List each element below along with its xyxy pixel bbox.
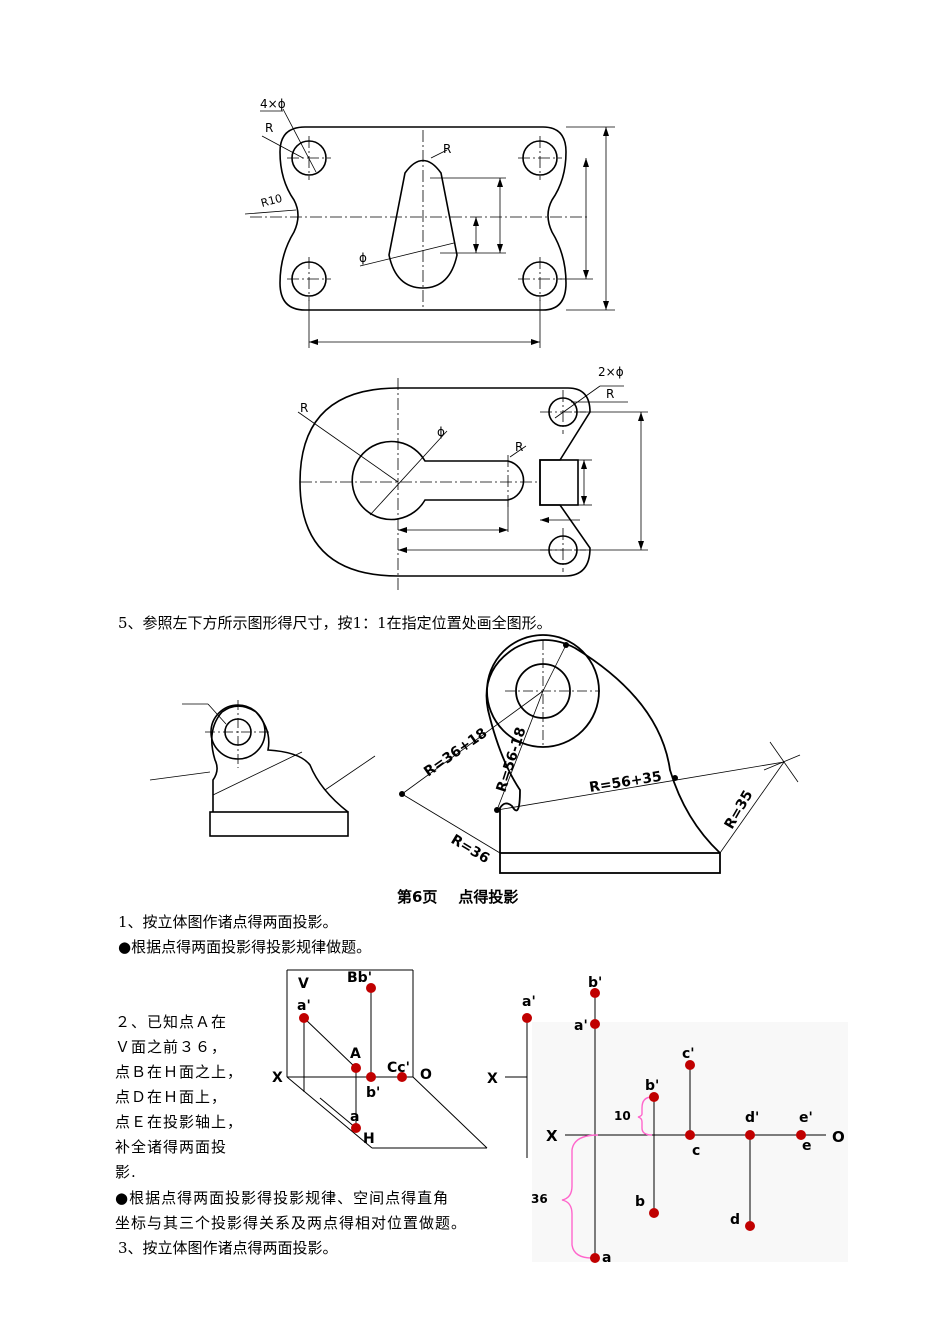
label-outer-r: R [300,401,308,415]
label-10: 10 [614,1109,631,1123]
point-B [366,983,376,993]
note1-text: ●根据点得两面投影得投影规律做题。 [118,938,372,956]
label-b: b [635,1194,645,1210]
point-c [685,1130,695,1140]
label-A: A [350,1046,361,1062]
label-V: V [298,976,309,992]
label-4-holes: 4×ϕ [260,97,286,111]
point-b-prime-right [649,1092,659,1102]
label-c: c [692,1143,700,1159]
point-a-prime-right [590,1019,600,1029]
label-d: d [730,1212,740,1228]
point-a [351,1123,361,1133]
label-X: X [272,1070,283,1086]
point-c-prime [685,1060,695,1070]
label-c-prime: c' [682,1046,695,1062]
item2-line-5: 点Ｅ在投影轴上， [115,1113,244,1131]
point-d [745,1221,755,1231]
label-r10: R10 [259,192,283,210]
point-A [351,1063,361,1073]
point-e [796,1130,806,1140]
label-X-mid: X [487,1071,498,1087]
note2-line-2: 坐标与其三个投影得关系及两点得相对位置做题。 [115,1214,468,1232]
point-C [397,1072,407,1082]
point-b-prime-top [590,988,600,998]
point-a-prime [299,1013,309,1023]
label-d-prime: d' [745,1110,759,1126]
point-a-right [590,1253,600,1263]
point-d-prime [745,1130,755,1140]
label-keyhole-dia: ϕ [437,425,445,439]
item2-line-4: 点Ｄ在Ｈ面上， [115,1088,228,1106]
item2-paragraph: ２、已知点Ａ在 Ｖ面之前３６， 点Ｂ在Ｈ面之上， 点Ｄ在Ｈ面上， 点Ｅ在投影轴上… [115,1010,275,1185]
point-a-prime-mid [522,1013,532,1023]
label-e-prime: e' [799,1110,813,1126]
label-a-right: a [602,1250,611,1266]
label-Bb: Bb' [347,970,372,986]
label-slot-r: R [443,142,451,156]
point-b-prime [366,1072,376,1082]
item3-text: 3、按立体图作诸点得两面投影。 [118,1239,338,1257]
task5-text: 5、参照左下方所示图形得尺寸，按1：1在指定位置处画全图形。 [118,614,552,632]
label-b-prime: b' [366,1085,380,1101]
label-a-prime: a' [297,998,311,1014]
label-2-holes: 2×ϕ [598,365,624,379]
label-a: a [350,1109,359,1125]
label-hole-r: R [606,387,614,401]
label-H: H [363,1131,375,1147]
item2-line-1: ２、已知点Ａ在 [115,1013,228,1031]
note2-line-1: ●根据点得两面投影得投影规律、空间点得直角 [115,1189,450,1207]
item2-line-7: 影. [115,1163,137,1181]
item2-line-2: Ｖ面之前３６， [115,1038,228,1056]
item2-line-6: 补全诸得两面投 [115,1138,228,1156]
page6-title: 第6页 点得投影 [397,888,519,906]
label-36: 36 [531,1192,548,1206]
item1-text: 1、按立体图作诸点得两面投影。 [118,913,338,931]
label-Cc: Cc' [387,1060,410,1076]
label-b-prime-top: b' [588,975,602,991]
label-corner-r: R [265,121,273,135]
point-b [649,1208,659,1218]
note2-paragraph: ●根据点得两面投影得投影规律、空间点得直角 坐标与其三个投影得关系及两点得相对位… [115,1186,467,1236]
item2-line-3: 点Ｂ在Ｈ面之上， [115,1063,244,1081]
label-e: e [802,1138,812,1154]
label-slot-r: R [515,440,523,454]
label-a-prime-mid: a' [522,994,536,1010]
label-X-right: X [546,1127,558,1145]
label-O: O [420,1067,432,1083]
label-b-prime-right: b' [645,1078,659,1094]
label-slot-dia: ϕ [359,251,367,265]
label-a-prime-right: a' [574,1018,588,1034]
label-O-right: O [832,1128,845,1146]
